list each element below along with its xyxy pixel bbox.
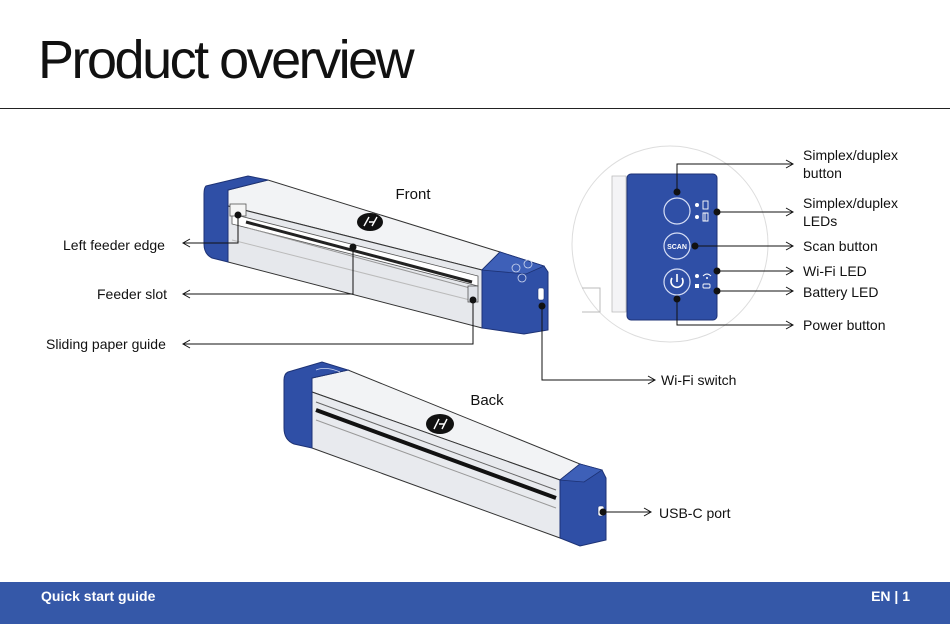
label-feeder-slot: Feeder slot — [97, 286, 167, 302]
label-sliding-paper-guide: Sliding paper guide — [46, 336, 166, 352]
back-view-label: Back — [470, 392, 504, 409]
front-view-label: Front — [395, 186, 431, 203]
label-scan-button: Scan button — [803, 238, 878, 254]
footer-page-number: EN | 1 — [871, 588, 910, 604]
footer-bar: Quick start guide EN | 1 — [0, 582, 950, 624]
scan-key-text: SCAN — [667, 244, 687, 251]
label-wifi-switch: Wi-Fi switch — [661, 372, 736, 388]
hp-logo-icon — [357, 213, 383, 231]
control-panel-zoom: SCAN — [572, 146, 768, 342]
label-usb-c-port: USB-C port — [659, 505, 731, 521]
label-left-feeder-edge: Left feeder edge — [63, 237, 165, 253]
label-simplex-duplex-button-line2: button — [803, 165, 842, 181]
scanner-front-illustration — [204, 176, 548, 334]
label-simplex-duplex-button-line1: Simplex/duplex — [803, 147, 898, 163]
label-simplex-duplex-leds-line1: Simplex/duplex — [803, 195, 898, 211]
label-power-button: Power button — [803, 317, 886, 333]
callout-usb-c-port: USB-C port — [600, 505, 731, 521]
footer-guide-title: Quick start guide — [41, 588, 155, 604]
label-battery-led: Battery LED — [803, 284, 878, 300]
scanner-back-illustration — [284, 362, 606, 546]
label-wifi-led: Wi-Fi LED — [803, 263, 867, 279]
simplex-duplex-button-graphic — [664, 198, 690, 224]
product-diagram: Front Left feeder edge Feeder slot Slidi… — [0, 0, 950, 582]
hp-logo-back-icon — [426, 414, 454, 434]
label-simplex-duplex-leds-line2: LEDs — [803, 213, 837, 229]
